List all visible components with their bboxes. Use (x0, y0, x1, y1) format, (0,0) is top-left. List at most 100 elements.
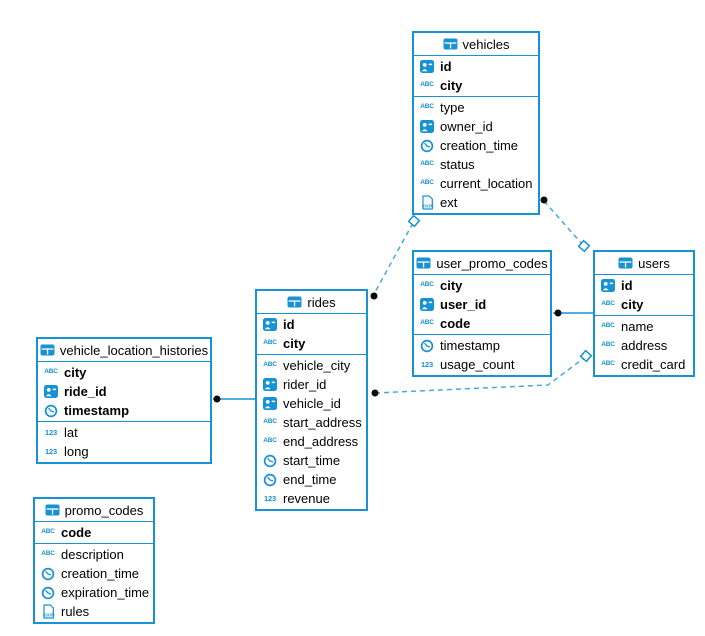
id-type-icon (262, 318, 278, 331)
many-end-marker (579, 349, 593, 363)
entity-title: vehicles (462, 36, 510, 52)
timestamp-type-icon (262, 473, 278, 487)
relationship-vehicle_location_histories-rides[interactable] (213, 395, 256, 403)
entity-title: users (638, 255, 670, 271)
one-end-dot-marker (370, 292, 378, 300)
column-name: usage_count (440, 357, 515, 372)
string-type-icon: ABC (601, 322, 615, 330)
column-id: id (414, 57, 538, 76)
column-name: ride_id (64, 384, 107, 399)
table-icon (287, 296, 302, 308)
column-rules: JSON rules (35, 602, 153, 621)
entity-title: promo_codes (64, 502, 144, 518)
entity-header[interactable]: rides (257, 291, 366, 314)
column-name: creation_time (440, 138, 519, 153)
column-name: end_time (283, 472, 337, 487)
column-name: user_id (440, 297, 487, 312)
string-type-icon: ABC (263, 339, 277, 347)
column-name: timestamp (64, 403, 130, 418)
id-type-icon (262, 397, 278, 410)
column-id: id (595, 276, 693, 295)
entity-title: user_promo_codes (436, 255, 548, 271)
table-icon (618, 257, 633, 269)
table-icon (443, 38, 458, 50)
relationship-user_promo_codes-users[interactable] (553, 309, 594, 317)
column-name: city (621, 297, 644, 312)
column-user_id: user_id (414, 295, 550, 314)
column-name: city (440, 78, 463, 93)
column-rider_id: rider_id (257, 375, 366, 394)
one-end-dot-marker (540, 196, 548, 204)
column-start_time: start_time (257, 451, 366, 470)
timestamp-type-icon (43, 404, 59, 418)
entity-header[interactable]: users (595, 252, 693, 275)
string-type-icon: ABC (41, 550, 55, 558)
one-end-dot-marker (554, 309, 562, 317)
table-icon (40, 344, 55, 356)
one-end-dot-marker (213, 395, 221, 403)
column-name: code (61, 525, 92, 540)
number-type-icon: 123 (45, 427, 57, 437)
relationship-vehicles-users[interactable] (540, 196, 591, 253)
id-type-icon (262, 378, 278, 391)
timestamp-type-icon (419, 139, 435, 153)
column-name: start_address (283, 415, 362, 430)
timestamp-type-icon (262, 454, 278, 468)
string-type-icon: ABC (601, 341, 615, 349)
entity-header[interactable]: vehicle_location_histories (38, 339, 210, 362)
column-name: current_location (440, 176, 533, 191)
column-start_address: ABC start_address (257, 413, 366, 432)
string-type-icon: ABC (44, 368, 58, 376)
entity-header[interactable]: vehicles (414, 33, 538, 56)
table-icon (45, 504, 60, 516)
string-type-icon: ABC (263, 418, 277, 426)
table-icon (416, 257, 431, 269)
entity-header[interactable]: user_promo_codes (414, 252, 550, 275)
column-name: credit_card (621, 357, 686, 372)
column-owner_id: owner_id (414, 117, 538, 136)
column-name: rules (61, 604, 90, 619)
entity-header[interactable]: promo_codes (35, 499, 153, 522)
column-name: code (440, 316, 471, 331)
one-end-dot-marker (371, 389, 379, 397)
column-name: status (440, 157, 475, 172)
string-type-icon: ABC (420, 160, 434, 168)
string-type-icon: ABC (420, 179, 434, 187)
svg-text:JSON: JSON (421, 203, 433, 208)
column-name: owner_id (440, 119, 493, 134)
json-type-icon: JSON (419, 195, 435, 210)
svg-text:JSON: JSON (42, 612, 54, 617)
json-type-icon: JSON (40, 604, 56, 619)
entity-title: vehicle_location_histories (59, 342, 209, 358)
column-id: id (257, 315, 366, 334)
timestamp-type-icon (40, 586, 56, 600)
id-type-icon (600, 279, 616, 292)
column-status: ABC status (414, 155, 538, 174)
column-name: timestamp (440, 338, 500, 353)
